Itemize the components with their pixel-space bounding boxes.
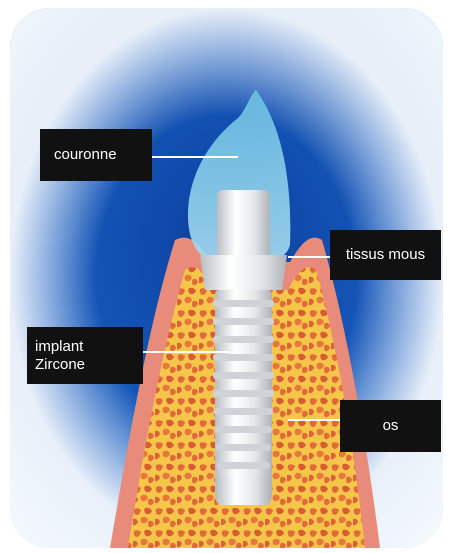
crown-label-text: couronne [54, 146, 117, 164]
soft-tissue-label-text: tissus mous [346, 246, 425, 264]
soft-tissue-label: tissus mous [330, 230, 441, 280]
implant-label-text: implant Zircone [35, 338, 85, 374]
bone-label: os [340, 400, 441, 452]
crown-label: couronne [40, 129, 152, 181]
bone-label-text: os [383, 417, 399, 435]
implant-label: implant Zircone [27, 327, 143, 384]
